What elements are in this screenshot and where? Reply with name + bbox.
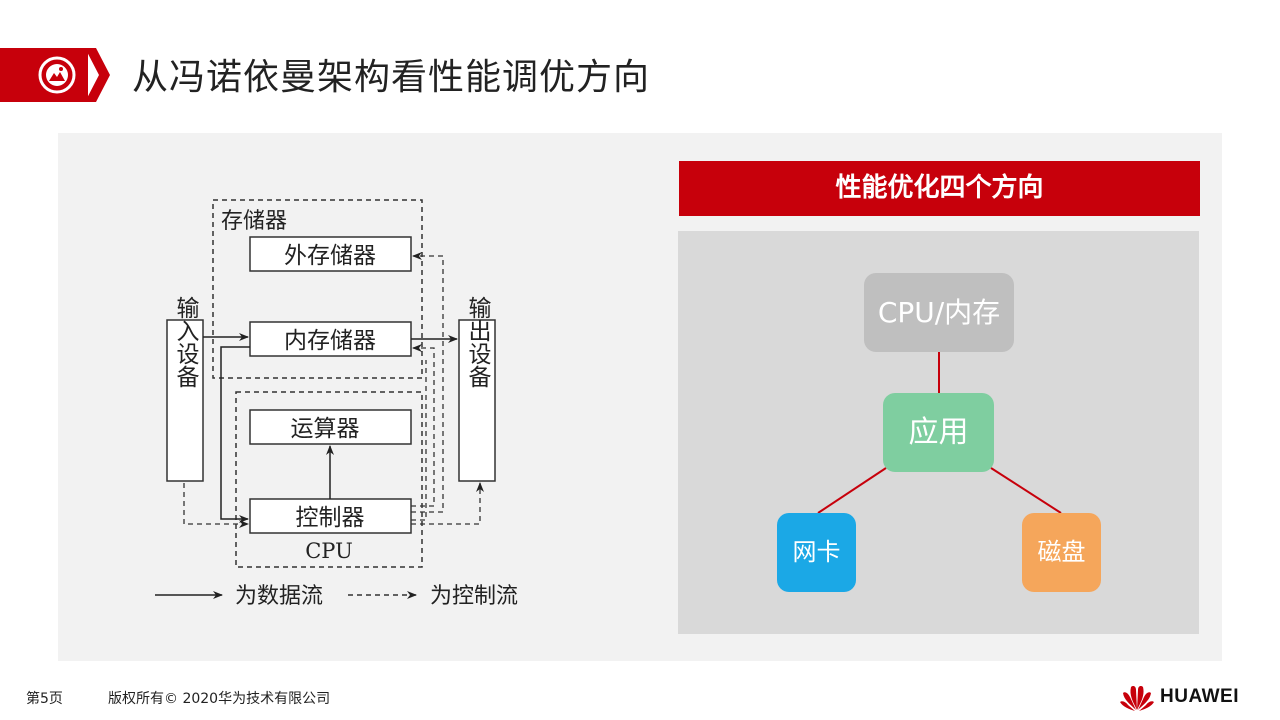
control-flow-lines: [183, 252, 484, 528]
storage-label: 存储器: [221, 209, 287, 234]
input-device-box: [166, 319, 204, 482]
node-disk: 磁盘: [1022, 513, 1101, 592]
node-nic: 网卡: [777, 513, 856, 592]
node-application: 应用: [883, 393, 994, 472]
controller-box: [249, 498, 412, 534]
legend-data-flow-label: 为数据流: [235, 584, 323, 609]
connector-app-nic: [817, 467, 887, 514]
image-icon: [38, 56, 76, 94]
huawei-logo-icon: [1120, 686, 1154, 711]
brand-name: HUAWEI: [1160, 686, 1239, 707]
cpu-label: CPU: [305, 539, 353, 563]
legend-control-flow-label: 为控制流: [430, 584, 518, 609]
output-device-label: 输出设备: [464, 296, 492, 388]
data-flow-lines: [203, 333, 458, 523]
alu-label: 运算器: [291, 416, 360, 442]
page-title: 从冯诺依曼架构看性能调优方向: [132, 57, 651, 98]
page-number: 第5页: [26, 691, 63, 707]
optimization-heading: 性能优化四个方向: [679, 161, 1200, 216]
connector-app-disk: [990, 467, 1062, 514]
external-storage-box: [249, 236, 412, 272]
internal-storage-box: [249, 321, 412, 357]
copyright: 版权所有© 2020华为技术有限公司: [108, 691, 331, 707]
output-device-box: [458, 319, 496, 482]
title-ribbon: [0, 48, 110, 102]
input-device-label: 输入设备: [172, 296, 200, 388]
controller-label: 控制器: [296, 505, 365, 531]
node-cpu-memory: CPU/内存: [864, 273, 1014, 352]
alu-box: [249, 409, 412, 445]
cpu-group-frame: [235, 391, 423, 568]
storage-group-frame: [212, 199, 423, 379]
external-storage-label: 外存储器: [284, 243, 376, 269]
internal-storage-label: 内存储器: [284, 328, 376, 354]
